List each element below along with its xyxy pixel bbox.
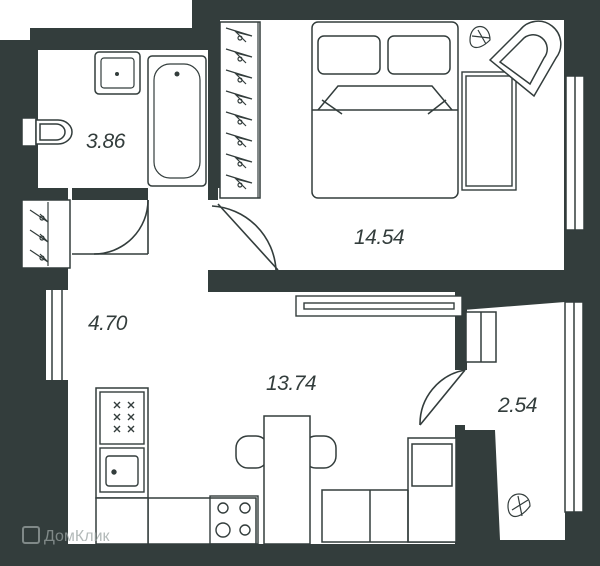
stove-burners	[209, 495, 259, 545]
watermark-text: ДомКлик	[44, 528, 110, 545]
bathroom-area: 3.86	[86, 130, 126, 153]
hanger	[225, 48, 253, 64]
kitchen-living-area: 13.74	[266, 372, 316, 395]
bedroom-rug	[461, 71, 517, 191]
wardrobe	[219, 21, 261, 199]
tv-console	[295, 295, 463, 317]
bedroom-door	[211, 203, 279, 271]
hallway-area: 4.70	[88, 312, 128, 335]
bath-partition-2	[208, 188, 218, 200]
double-bed	[311, 21, 459, 199]
bedroom-area: 14.54	[354, 226, 404, 249]
hanger	[225, 90, 253, 106]
wardrobe-hangers	[225, 27, 253, 190]
kitchen-balcony-wall-2	[455, 425, 465, 545]
hanger-hook	[237, 161, 243, 167]
bedroom-window	[565, 75, 585, 231]
hanger-hook	[237, 140, 243, 146]
hanger-hook	[237, 35, 243, 41]
exterior-notch	[0, 0, 192, 28]
bathroom-door	[72, 199, 149, 255]
hanger	[225, 132, 253, 148]
exterior-notch-2	[0, 0, 30, 40]
armchair	[488, 20, 562, 98]
toilet	[21, 117, 73, 147]
balcony-plant-icon	[507, 493, 531, 518]
kitchen-sink	[99, 447, 145, 493]
hanger-hook	[237, 77, 243, 83]
hanger	[225, 69, 253, 85]
bath-partition	[72, 188, 148, 200]
balcony-door	[419, 369, 466, 426]
bathtub	[147, 55, 207, 187]
hanger-hook	[237, 182, 243, 188]
corner-sofa	[321, 437, 457, 543]
balcony-window	[465, 301, 584, 513]
bedroom-hall-wall	[208, 270, 564, 292]
bedroom-hall-wall-w	[208, 200, 218, 270]
watermark-logo-icon	[22, 526, 40, 544]
watermark: ДомКлик	[22, 526, 110, 546]
hanger	[225, 153, 253, 169]
dining-table	[235, 415, 337, 545]
hanger-hook	[237, 119, 243, 125]
hall-storage	[21, 199, 71, 269]
bedroom-left-wall	[208, 20, 220, 188]
hanger	[225, 111, 253, 127]
kitchen-counter	[95, 387, 257, 545]
hanger-hook	[237, 98, 243, 104]
hall-hangers	[29, 209, 49, 263]
cooktop	[99, 391, 145, 445]
plant-icon	[469, 25, 491, 49]
hanger	[225, 27, 253, 43]
hanger-hook	[237, 56, 243, 62]
left-window-gap	[46, 290, 68, 380]
hanger	[225, 174, 253, 190]
balcony-area: 2.54	[497, 394, 537, 417]
